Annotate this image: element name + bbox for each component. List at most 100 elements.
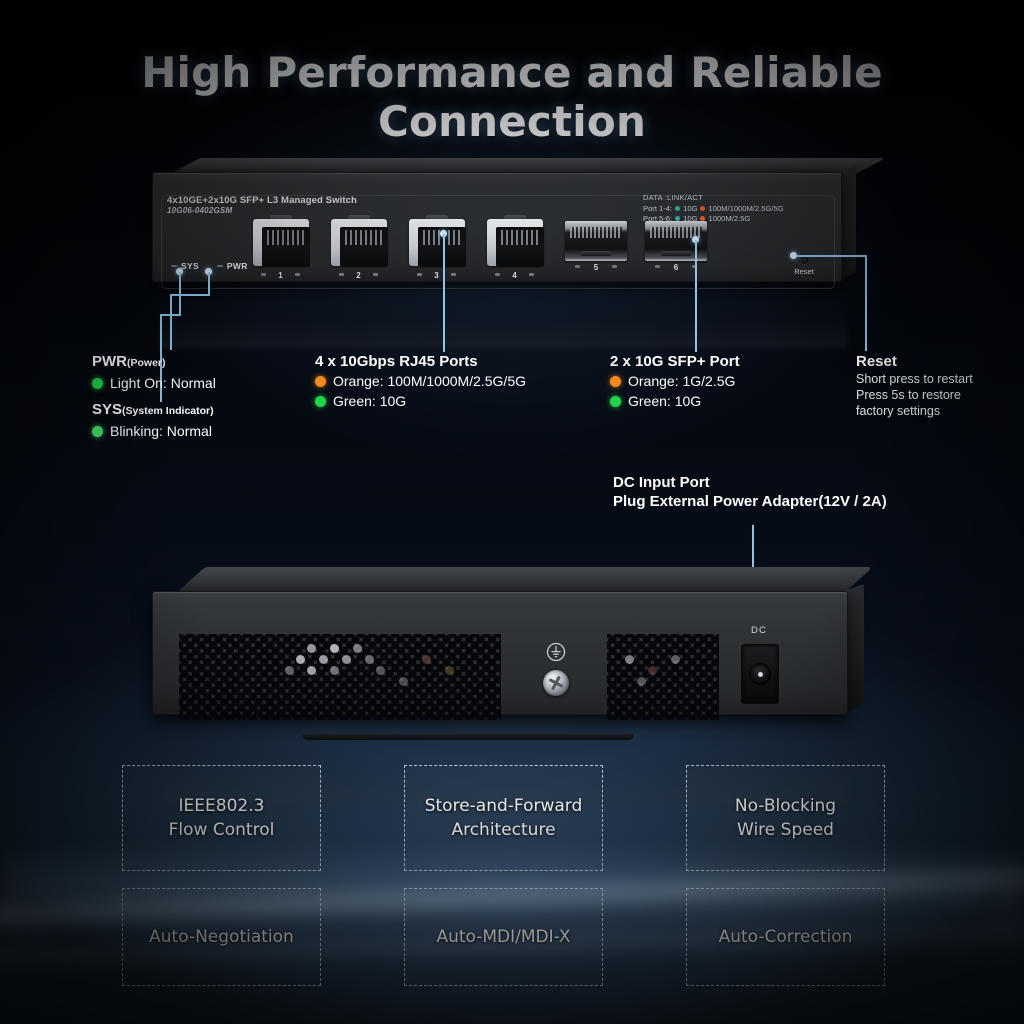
callout-sfp-title: 2 x 10G SFP+ Port	[610, 353, 740, 370]
reset-button-label: Reset	[794, 267, 814, 276]
legend-heading: DATA :LINK/ACT	[643, 193, 703, 202]
callout-pwr-line-text: Light On: Normal	[110, 375, 216, 391]
dc-port-label: DC	[750, 625, 768, 636]
sfp-port-group: 5 6	[563, 219, 723, 277]
sfp-lip	[661, 251, 691, 256]
callout-line-pwr-v2	[170, 294, 172, 350]
feature-box[interactable]: Auto-Correction	[686, 888, 885, 986]
green-bullet-icon	[610, 395, 621, 407]
callout-pwr-title-paren: (Power)	[127, 357, 166, 369]
front-panel-reflection	[158, 288, 848, 348]
page-title: High Performance and Reliable Connection	[141, 48, 883, 146]
dc-jack-pin	[757, 671, 763, 677]
rj45-port-number: 3	[434, 271, 439, 280]
callout-dc: DC Input Port Plug External Power Adapte…	[613, 473, 887, 511]
rj45-port[interactable]: 4	[482, 215, 547, 280]
feature-line-1: Auto-Correction	[718, 927, 853, 947]
vent-grid-left	[179, 634, 501, 720]
callout-sfp-orange-text: Orange: 1G/2.5G	[628, 373, 736, 389]
rj45-port-group: 1 2 3	[248, 215, 560, 280]
sfp-slot-fins	[570, 227, 622, 238]
callout-rj45-title: 4 x 10Gbps RJ45 Ports	[315, 353, 478, 370]
sfp-cage	[565, 221, 627, 261]
rj45-port[interactable]: 3	[404, 215, 469, 280]
legend-port-range: Port 1-4:	[643, 203, 673, 213]
callout-sys-line-text: Blinking: Normal	[110, 423, 212, 439]
callout-sys-title-main: SYS	[92, 401, 123, 418]
feature-line-1: Store-and-Forward	[424, 796, 583, 816]
feature-box[interactable]: IEEE802.3 Flow Control	[122, 765, 321, 871]
callout-line-rj45	[443, 234, 445, 352]
rj45-port[interactable]: 2	[326, 215, 391, 280]
callout-reset-line-2: Press 5s to restore	[856, 388, 961, 402]
legend-row-ports-1-4: Port 1-4: 10G 100M/1000M/2.5G/5G	[643, 204, 784, 214]
legend-orange-dot	[700, 205, 706, 211]
feature-box[interactable]: No-Blocking Wire Speed	[686, 765, 885, 871]
callout-rj45: 4 x 10Gbps RJ45 Ports Orange: 100M/1000M…	[315, 352, 526, 411]
grounding-symbol-icon	[546, 642, 566, 662]
callout-line-pwr-v	[208, 272, 210, 294]
callout-rj45-line-orange: Orange: 100M/1000M/2.5G/5G	[315, 371, 526, 391]
callout-reset-title: Reset	[856, 353, 897, 370]
rj45-pins	[267, 230, 305, 245]
callout-sys-line: Blinking: Normal	[92, 421, 214, 441]
sfp-port-number: 6	[673, 263, 679, 272]
callout-line-sys-v	[179, 272, 181, 314]
sys-indicator-label: SYS	[181, 261, 199, 271]
callout-line-reset-h	[796, 255, 866, 257]
callout-reset-line-3: factory settings	[856, 404, 941, 418]
feature-line-1: No-Blocking	[734, 796, 837, 816]
sfp-port[interactable]: 5	[563, 219, 629, 277]
callout-reset-line-1: Short press to restart	[856, 372, 973, 386]
rj45-bezel	[331, 219, 388, 267]
rj45-port-number: 1	[278, 271, 283, 280]
reset-button[interactable]: Reset	[787, 257, 821, 276]
switch-rear-panel: DC	[152, 567, 874, 740]
feature-box[interactable]: Store-and-Forward Architecture	[404, 765, 603, 871]
callout-line-pwr-h	[170, 294, 210, 296]
sfp-lip	[581, 251, 611, 256]
callout-pwr-title-main: PWR	[92, 353, 127, 370]
feature-box[interactable]: Auto-MDI/MDI-X	[404, 888, 603, 986]
callout-pwr: PWR(Power) Light On: Normal	[92, 352, 216, 393]
sfp-port-number: 5	[593, 263, 599, 272]
rj45-bezel	[487, 219, 544, 267]
callout-sfp-line-green: Green: 10G	[610, 391, 740, 411]
rj45-bezel	[253, 219, 310, 267]
callout-sys-title-paren: (System Indicator)	[122, 405, 214, 417]
callout-rj45-orange-text: Orange: 100M/1000M/2.5G/5G	[333, 373, 526, 389]
green-bullet-icon	[92, 425, 103, 437]
rj45-port[interactable]: 1	[248, 215, 313, 280]
callout-sfp-green-text: Green: 10G	[628, 393, 702, 409]
sys-led-icon	[171, 264, 177, 268]
rj45-opening	[340, 227, 388, 267]
switch-front-panel: 4x10GE+2x10G SFP+ L3 Managed Switch 10G0…	[152, 158, 886, 289]
green-bullet-icon	[315, 395, 326, 407]
legend-green-label: 10G	[683, 203, 698, 213]
feature-box[interactable]: Auto-Negotiation	[122, 888, 321, 986]
feature-line-2: Wire Speed	[737, 820, 834, 840]
feature-line-2: Flow Control	[168, 820, 275, 840]
rear-chassis-face: DC	[152, 591, 848, 740]
legend-green-dot	[675, 205, 681, 211]
callout-reset: Reset Short press to restart Press 5s to…	[856, 352, 973, 419]
callout-rj45-green-text: Green: 10G	[333, 393, 407, 409]
pwr-indicator-label: PWR	[226, 261, 248, 271]
callout-rj45-line-green: Green: 10G	[315, 391, 526, 411]
feature-line-1: Auto-MDI/MDI-X	[436, 927, 571, 947]
rj45-bezel	[409, 219, 466, 267]
sfp-port[interactable]: 6	[643, 219, 709, 277]
rj45-pins	[345, 230, 383, 245]
grounding-screw[interactable]	[543, 670, 569, 696]
callout-line-reset-v	[865, 255, 867, 351]
callout-dc-subtitle: Plug External Power Adapter(12V / 2A)	[613, 493, 887, 510]
rj45-port-number: 4	[512, 271, 517, 280]
vent-grid-right	[607, 634, 719, 720]
legend-orange-label: 100M/1000M/2.5G/5G	[708, 203, 784, 213]
callout-pwr-title: PWR(Power)	[92, 352, 216, 373]
callout-sfp-line-orange: Orange: 1G/2.5G	[610, 371, 740, 391]
callout-sys-title: SYS(System Indicator)	[92, 400, 214, 421]
dc-input-jack[interactable]	[741, 644, 779, 704]
rj45-opening	[262, 227, 310, 267]
